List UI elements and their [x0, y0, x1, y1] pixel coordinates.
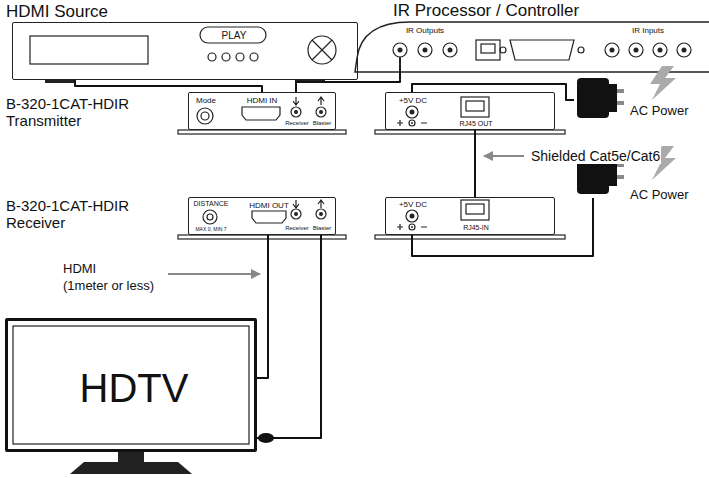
- device-heading: B-320-1CAT-HDIR Transmitter: [6, 95, 166, 130]
- device-label: HDMI IN: [247, 96, 278, 105]
- power-adapter: AC Power: [574, 76, 626, 122]
- device-label: Blaster: [313, 120, 332, 127]
- receiver-front: B-320-1CAT-HDIR ReceiverDISTANCEMAX 0, M…: [188, 197, 336, 235]
- device-label: Receiver: [285, 120, 309, 127]
- device-heading: AC Power: [630, 188, 689, 203]
- callout-label: HDMI: [62, 262, 97, 277]
- device-label: RJ45 OUT: [459, 120, 492, 128]
- device-label: DISTANCE: [194, 200, 229, 208]
- callout-label: Shielded Cat5e/Cat6: [530, 148, 661, 164]
- device-heading: AC Power: [630, 104, 689, 119]
- device-label: IR Inputs: [632, 26, 664, 35]
- device-label: RJ45-IN: [463, 224, 489, 232]
- hdtv-screen: HDTV: [5, 318, 257, 452]
- device-label: +5V DC: [399, 200, 427, 209]
- cable-connector: [257, 235, 268, 378]
- device-label: Mode: [196, 96, 216, 105]
- cable-connector: [474, 130, 476, 197]
- cable-connector: [296, 72, 400, 92]
- device-label: Blaster: [313, 225, 332, 232]
- device-label: +5V DC: [399, 96, 427, 105]
- receiver-back: +5V DC RJ45-IN: [385, 197, 555, 235]
- callout-label: (1meter or less): [62, 279, 155, 294]
- cable-connector: [412, 198, 593, 256]
- cable-connector: [257, 235, 321, 438]
- transmitter-front: B-320-1CAT-HDIR TransmitterModeHDMI INRe…: [188, 92, 336, 130]
- device-heading: HDMI Source: [6, 2, 108, 22]
- device-heading: B-320-1CAT-HDIR Receiver: [6, 197, 166, 232]
- cable-connector: [75, 80, 262, 92]
- device-heading: IR Processor / Controller: [393, 1, 579, 21]
- device-label: MAX 0, MIN 7: [195, 227, 226, 233]
- device-label: HDTV: [80, 365, 189, 411]
- ir-processor: IR Processor / ControllerIR OutputsIR In…: [355, 22, 709, 72]
- transmitter-back: +5V DC RJ45 OUT: [385, 92, 555, 130]
- device-label: IR Outputs: [406, 26, 444, 35]
- device-label: PLAY: [222, 30, 247, 42]
- hdmi-source-device: HDMI SourcePLAY: [12, 22, 358, 80]
- device-label: Receiver: [285, 225, 309, 232]
- device-label: HDMI OUT: [249, 201, 289, 210]
